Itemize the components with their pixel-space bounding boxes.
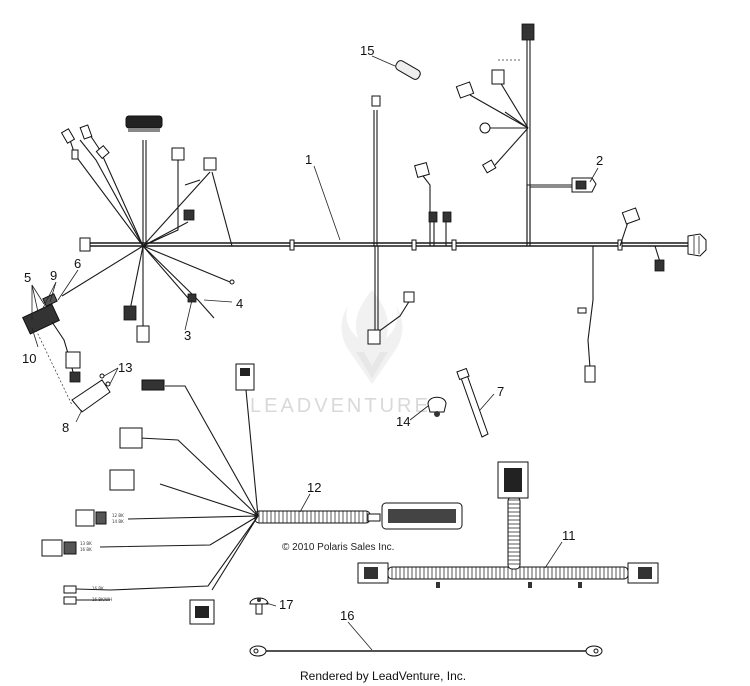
svg-text:13 BK: 13 BK bbox=[80, 541, 92, 546]
clamp-14 bbox=[427, 396, 447, 417]
svg-text:16 BK: 16 BK bbox=[80, 547, 92, 552]
callout-3: 3 bbox=[184, 328, 191, 343]
callout-15: 15 bbox=[360, 43, 374, 58]
harness-12-corrugated bbox=[254, 510, 371, 524]
connector bbox=[79, 237, 91, 252]
harness-11-riser bbox=[507, 496, 521, 570]
push-rivet-17 bbox=[249, 597, 269, 615]
cable-tie-7 bbox=[456, 367, 489, 438]
callout-8: 8 bbox=[62, 420, 69, 435]
callout-12: 12 bbox=[307, 480, 321, 495]
main-harness bbox=[22, 23, 707, 413]
callout-6: 6 bbox=[74, 256, 81, 271]
callout-11: 11 bbox=[562, 528, 576, 543]
leader-lines bbox=[31, 55, 599, 651]
callout-9: 9 bbox=[50, 268, 57, 283]
harness-11 bbox=[357, 461, 659, 588]
relay-bracket bbox=[71, 373, 111, 413]
callout-16: 16 bbox=[340, 608, 354, 623]
footer-text: Rendered by LeadVenture, Inc. bbox=[300, 669, 466, 683]
callout-1: 1 bbox=[305, 152, 312, 167]
relay-block bbox=[22, 293, 81, 406]
harness-12: 12 BK 14 BK 13 BK 16 BK 16 BK 16 BK/WH bbox=[41, 363, 463, 625]
callout-10: 10 bbox=[22, 351, 36, 366]
callout-7: 7 bbox=[497, 384, 504, 399]
callout-2: 2 bbox=[596, 153, 603, 168]
svg-text:16 BK: 16 BK bbox=[92, 586, 104, 591]
harness-11-trunk bbox=[387, 566, 629, 580]
svg-text:12 BK: 12 BK bbox=[112, 513, 124, 518]
callout-13: 13 bbox=[118, 360, 132, 375]
watermark-text: LEADVENTURE bbox=[250, 395, 431, 417]
callout-4: 4 bbox=[236, 296, 243, 311]
svg-text:16 BK/WH: 16 BK/WH bbox=[92, 597, 112, 602]
copyright-text: © 2010 Polaris Sales Inc. bbox=[282, 542, 394, 553]
ground-strap-16 bbox=[249, 645, 603, 657]
svg-text:14 BK: 14 BK bbox=[112, 519, 124, 524]
callout-14: 14 bbox=[396, 414, 410, 429]
connector bbox=[584, 365, 596, 383]
callout-5: 5 bbox=[24, 270, 31, 285]
left-hub bbox=[60, 115, 235, 343]
callouts: 1 2 3 4 5 6 7 8 9 10 11 12 13 14 15 16 1… bbox=[22, 43, 603, 623]
watermark: LEADVENTURE bbox=[250, 290, 431, 417]
callout-17: 17 bbox=[279, 597, 293, 612]
